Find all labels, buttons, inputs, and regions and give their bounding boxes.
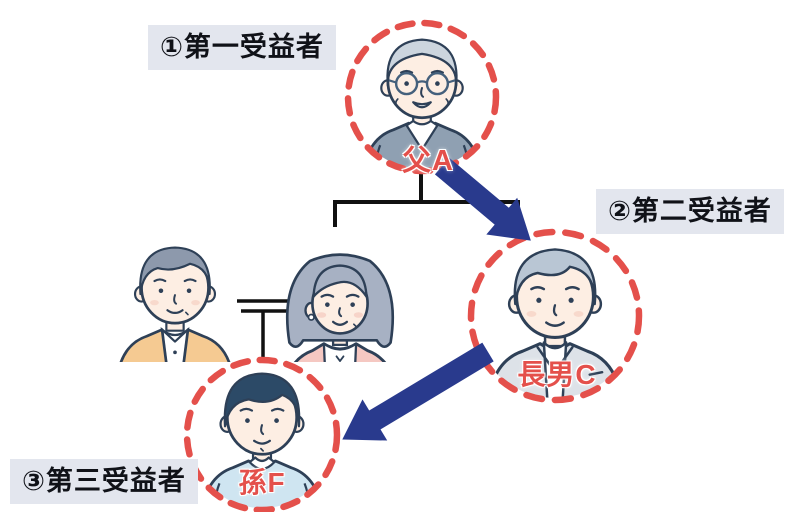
grandson-name: 孫F bbox=[238, 467, 286, 498]
father-name: 父A bbox=[402, 145, 454, 177]
beneficiary-circle-third bbox=[183, 356, 341, 512]
label-first-beneficiary: ①第一受益者 bbox=[148, 25, 336, 70]
wife-illustration bbox=[281, 253, 399, 362]
label-third-beneficiary: ③第三受益者 bbox=[10, 459, 198, 504]
beneficiary-circle-first bbox=[344, 19, 500, 175]
second-son-illustration bbox=[115, 246, 235, 362]
eldest-son-name: 長男C bbox=[517, 359, 597, 390]
label-second-beneficiary: ②第二受益者 bbox=[596, 189, 784, 234]
marriage-connector bbox=[237, 299, 292, 357]
parent-child-tree-lines bbox=[333, 160, 520, 233]
succession-arrow-first-to-second bbox=[434, 157, 531, 241]
beneficiary-circle-second bbox=[467, 228, 643, 404]
succession-arrow-second-to-third bbox=[342, 342, 494, 441]
